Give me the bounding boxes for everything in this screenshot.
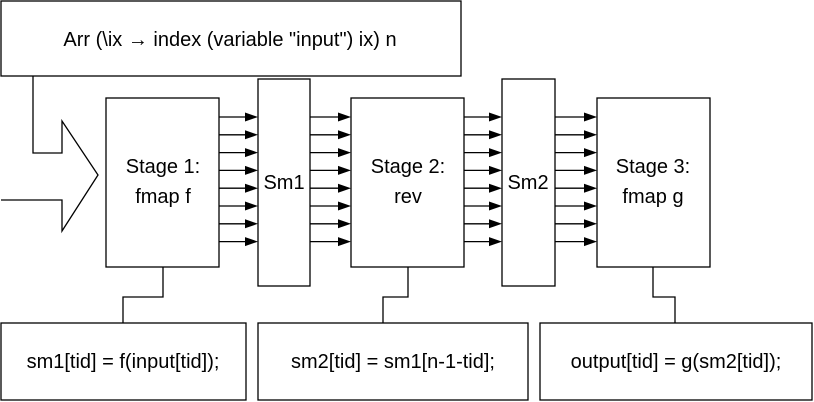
arrow-bundle-stage1-to-sm1 (219, 112, 258, 247)
input-arrow (1, 76, 99, 234)
stage-1-code-box: sm1[tid] = f(input[tid]); (0, 322, 247, 401)
arrowhead (338, 112, 351, 122)
stage-2-code: sm2[tid] = sm1[n-1-tid]; (291, 351, 495, 373)
arrowhead (338, 165, 351, 175)
arrowhead (338, 183, 351, 193)
stage-3-code: output[tid] = g(sm2[tid]); (571, 351, 782, 373)
stage-2-function: rev (394, 186, 422, 208)
arrowhead (245, 183, 258, 193)
stage-3-code-connector (652, 267, 676, 323)
stage-2-code-box: sm2[tid] = sm1[n-1-tid]; (257, 322, 529, 401)
stage-3-code-box: output[tid] = g(sm2[tid]); (539, 322, 813, 401)
arrowhead (338, 219, 351, 229)
arrowhead (245, 130, 258, 140)
stage-1-code-connector (122, 267, 164, 323)
shared-memory-2-box: Sm2 (501, 78, 556, 287)
arrowhead (489, 130, 502, 140)
arrowhead (584, 201, 597, 211)
stage-1-code: sm1[tid] = f(input[tid]); (27, 351, 220, 373)
arrow-bundle-sm2-to-stage3 (555, 112, 597, 247)
arrowhead (584, 237, 597, 247)
arrowhead (489, 112, 502, 122)
arrowhead (245, 112, 258, 122)
arrowhead (584, 148, 597, 158)
arrowhead (489, 165, 502, 175)
shared-memory-1-box: Sm1 (257, 78, 311, 287)
arrowhead (245, 237, 258, 247)
stage-2-title: Stage 2: (371, 156, 446, 178)
arrowhead (489, 183, 502, 193)
arrowhead (489, 201, 502, 211)
stage-3-function: fmap g (622, 186, 683, 208)
arrowhead (584, 130, 597, 140)
shared-memory-2-label: Sm2 (507, 172, 548, 194)
arrowhead (584, 219, 597, 229)
arrow-bundle-sm1-to-stage2 (310, 112, 351, 247)
arrowhead (338, 237, 351, 247)
stage-1-function: fmap f (135, 186, 191, 208)
stage-3-box: Stage 3: fmap g (596, 97, 711, 268)
stage-2-code-connector (382, 267, 409, 323)
arrowhead (338, 130, 351, 140)
stage-1-title: Stage 1: (126, 156, 201, 178)
arrowhead (245, 201, 258, 211)
arrow-bundle-stage2-to-sm2 (464, 112, 502, 247)
arrowhead (584, 183, 597, 193)
arrowhead (338, 148, 351, 158)
arrowhead (584, 165, 597, 175)
arrowhead (489, 148, 502, 158)
arrowhead (245, 219, 258, 229)
arrowhead (489, 237, 502, 247)
arrowhead (338, 201, 351, 211)
stage-3-title: Stage 3: (616, 156, 691, 178)
input-array-label: Arr (\ix → index (variable "input") ix) … (63, 29, 396, 51)
arrowhead (584, 112, 597, 122)
arrowhead (245, 148, 258, 158)
arrowhead (245, 165, 258, 175)
stage-2-box: Stage 2: rev (350, 97, 465, 268)
arrowhead (489, 219, 502, 229)
stage-1-box: Stage 1: fmap f (105, 97, 220, 268)
input-array-box: Arr (\ix → index (variable "input") ix) … (0, 0, 462, 77)
shared-memory-1-label: Sm1 (263, 172, 304, 194)
